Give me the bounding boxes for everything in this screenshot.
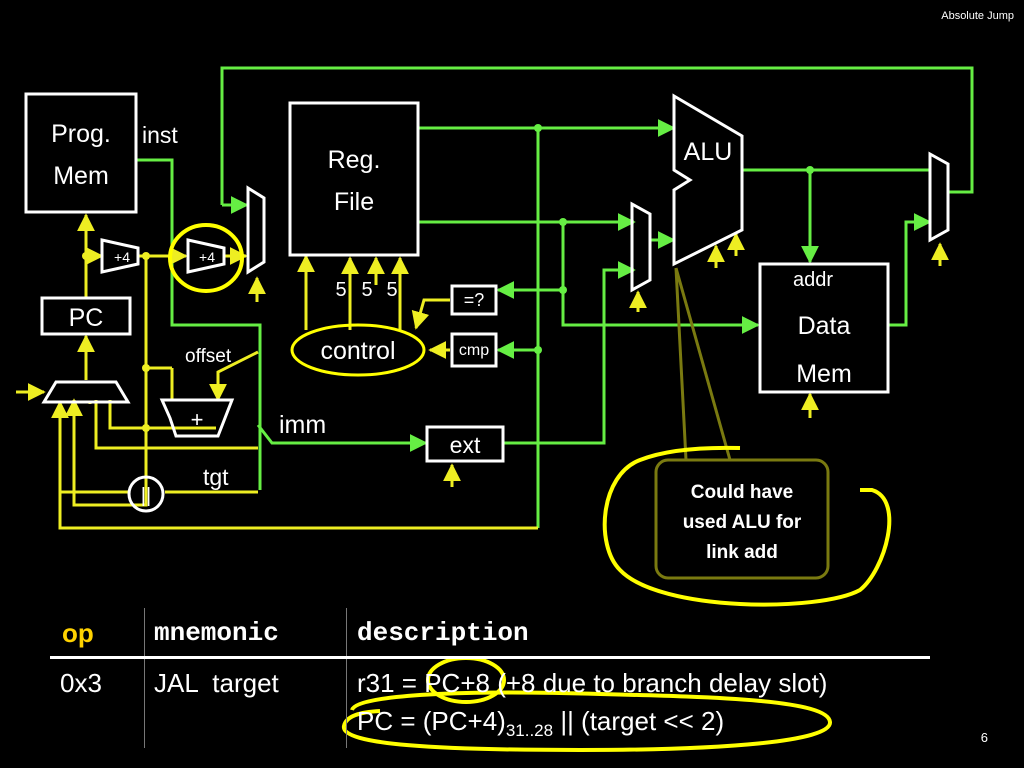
svg-text:Data: Data	[798, 312, 851, 340]
branch-adder: +	[159, 398, 235, 438]
data-mem-block: addr Data Mem	[758, 262, 890, 394]
reg-width-labels: 5 5 5	[335, 279, 397, 301]
compare-unit: cmp	[450, 332, 498, 368]
junction-dots	[534, 124, 814, 354]
inst-label: inst	[142, 122, 178, 148]
col-header-description: description	[357, 618, 529, 648]
col-header-mnemonic: mnemonic	[154, 618, 279, 648]
annotation-highlight-ellipse	[602, 445, 892, 607]
svg-text:5: 5	[335, 279, 346, 301]
plus4-highlight	[168, 223, 244, 293]
svg-text:Mem: Mem	[796, 360, 852, 388]
svg-text:PC: PC	[69, 304, 104, 332]
writeback-mux	[928, 151, 950, 243]
svg-text:+4: +4	[114, 249, 130, 265]
svg-text:ALU: ALU	[684, 138, 733, 166]
svg-text:=?: =?	[464, 290, 485, 310]
prog-mem-block: Prog. Mem	[24, 92, 138, 214]
slide-title: Absolute Jump	[941, 10, 1014, 22]
alu-input-mux	[630, 201, 652, 293]
header-rule	[50, 656, 930, 659]
plus4-adder-b: +4	[186, 238, 226, 274]
pc-register: PC	[40, 296, 132, 336]
svg-text:addr: addr	[793, 269, 833, 291]
column-divider	[346, 608, 347, 748]
svg-text:used ALU for: used ALU for	[683, 512, 802, 533]
svg-text:link add: link add	[706, 542, 778, 563]
green-wires	[136, 66, 974, 528]
target-highlight	[342, 690, 832, 753]
column-divider	[144, 608, 145, 748]
cell-description-line1: r31 = PC+8 (+8 due to branch delay slot)	[357, 668, 828, 698]
svg-text:ext: ext	[450, 432, 481, 458]
svg-text:cmp: cmp	[459, 342, 489, 359]
pc-mux	[41, 380, 131, 404]
plus4-adder-a: +4	[100, 238, 140, 274]
annotation-callout: Could have used ALU for link add	[654, 267, 830, 580]
equality-test: =?	[450, 284, 498, 316]
svg-text:control: control	[320, 337, 395, 365]
junction-dots-yellow	[82, 252, 150, 432]
imm-label: imm	[279, 411, 326, 439]
sign-extend: ext	[425, 425, 505, 463]
control-unit: control	[290, 323, 426, 377]
svg-text:Reg.: Reg.	[328, 146, 381, 174]
svg-text:5: 5	[386, 279, 397, 301]
cell-mnemonic: JAL target	[154, 668, 279, 698]
svg-text:Could have: Could have	[691, 482, 793, 503]
svg-text:5: 5	[361, 279, 372, 301]
slide-number: 6	[980, 730, 988, 745]
svg-text:+: +	[191, 407, 204, 432]
svg-text:Prog.: Prog.	[51, 120, 111, 148]
svg-text:+4: +4	[199, 249, 215, 265]
reg-file-block: Reg. File	[288, 101, 420, 257]
svg-text:File: File	[334, 188, 374, 216]
svg-text:||: ||	[141, 485, 151, 507]
cell-description-line2: PC = (PC+4)31..28 || (target << 2)	[357, 706, 725, 741]
col-header-op: op	[62, 618, 94, 648]
regwrite-mux	[246, 185, 266, 275]
svg-text:Mem: Mem	[53, 162, 109, 190]
alu-block: ALU	[672, 93, 744, 267]
cell-op: 0x3	[60, 668, 102, 698]
concat-unit: ||	[127, 475, 165, 513]
offset-label: offset	[185, 346, 232, 367]
tgt-label: tgt	[203, 464, 229, 490]
